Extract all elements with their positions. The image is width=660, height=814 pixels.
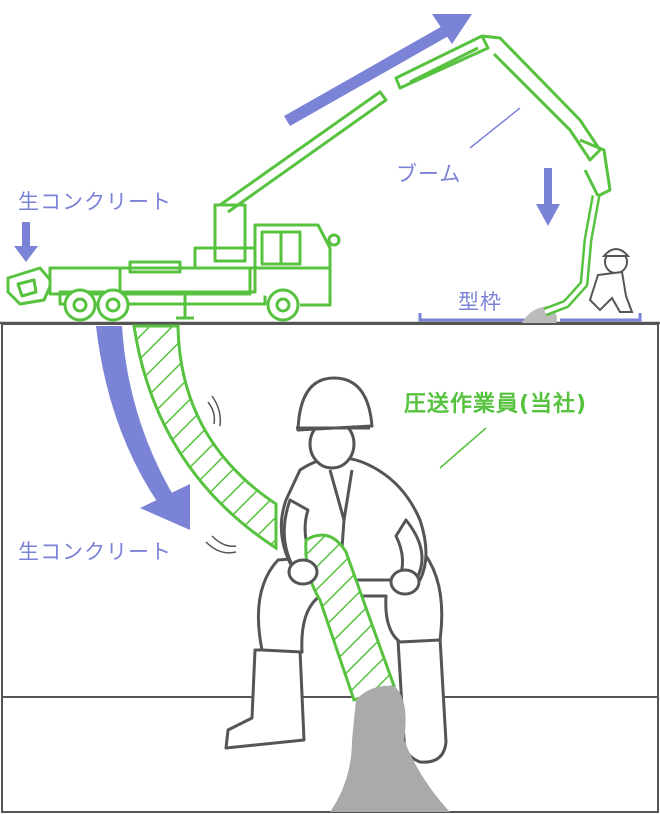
label-formwork: 型枠 <box>458 290 502 314</box>
label-boom: ブーム <box>396 162 462 186</box>
arrow-concrete-in <box>14 222 38 262</box>
arrow-boom-flow <box>284 14 472 126</box>
worker-hands <box>287 558 421 596</box>
hose-vibration-marks <box>205 395 237 554</box>
arrow-concrete-flow <box>96 326 190 530</box>
operator-label-leader <box>439 427 487 469</box>
arrow-boom-down <box>536 168 560 226</box>
label-fresh-concrete-bottom: 生コンクリート <box>18 540 172 564</box>
concrete-pile <box>330 685 450 812</box>
boom-label-leader <box>469 107 521 149</box>
hose-worker-small <box>588 248 634 313</box>
formwork <box>418 313 642 322</box>
label-operator: 圧送作業員(当社) <box>404 392 588 417</box>
pump-truck <box>6 203 341 322</box>
hose-upper <box>132 324 278 551</box>
boom <box>219 34 612 317</box>
label-fresh-concrete-top: 生コンクリート <box>18 190 172 214</box>
